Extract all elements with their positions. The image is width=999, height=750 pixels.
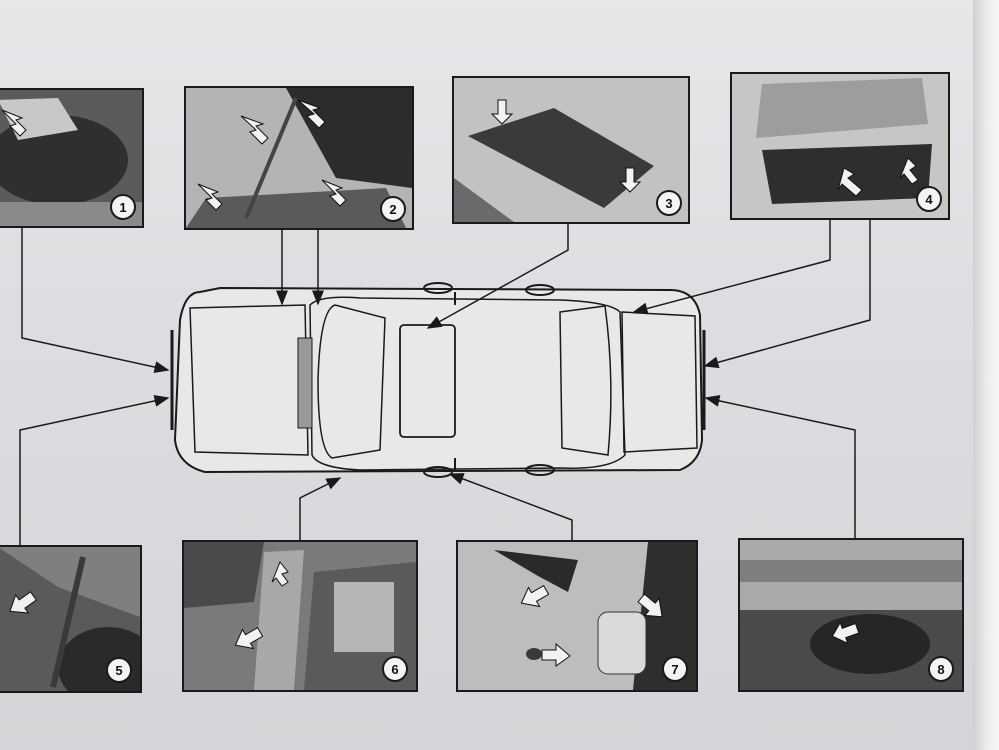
photo-panel-6: 6 [182,540,418,692]
panel-number-badge: 1 [110,194,136,220]
panel-number-badge: 2 [380,196,406,222]
panel-number-badge: 7 [662,656,688,682]
car-top-view [170,282,706,478]
photo-panel-5: 5 [0,545,142,693]
panel-number-badge: 8 [928,656,954,682]
panel-number-badge: 3 [656,190,682,216]
photo-panel-7: 7 [456,540,698,692]
photo-panel-3: 3 [452,76,690,224]
panel-number-badge: 4 [916,186,942,212]
leader-lines [19,220,871,545]
page-edge [973,0,999,750]
photo-panel-1: 1 [0,88,144,228]
photo-panel-2: 2 [184,86,414,230]
panel-number-badge: 6 [382,656,408,682]
panel-number-badge: 5 [106,657,132,683]
photo-panel-4: 4 [730,72,950,220]
photo-panel-8: 8 [738,538,964,692]
